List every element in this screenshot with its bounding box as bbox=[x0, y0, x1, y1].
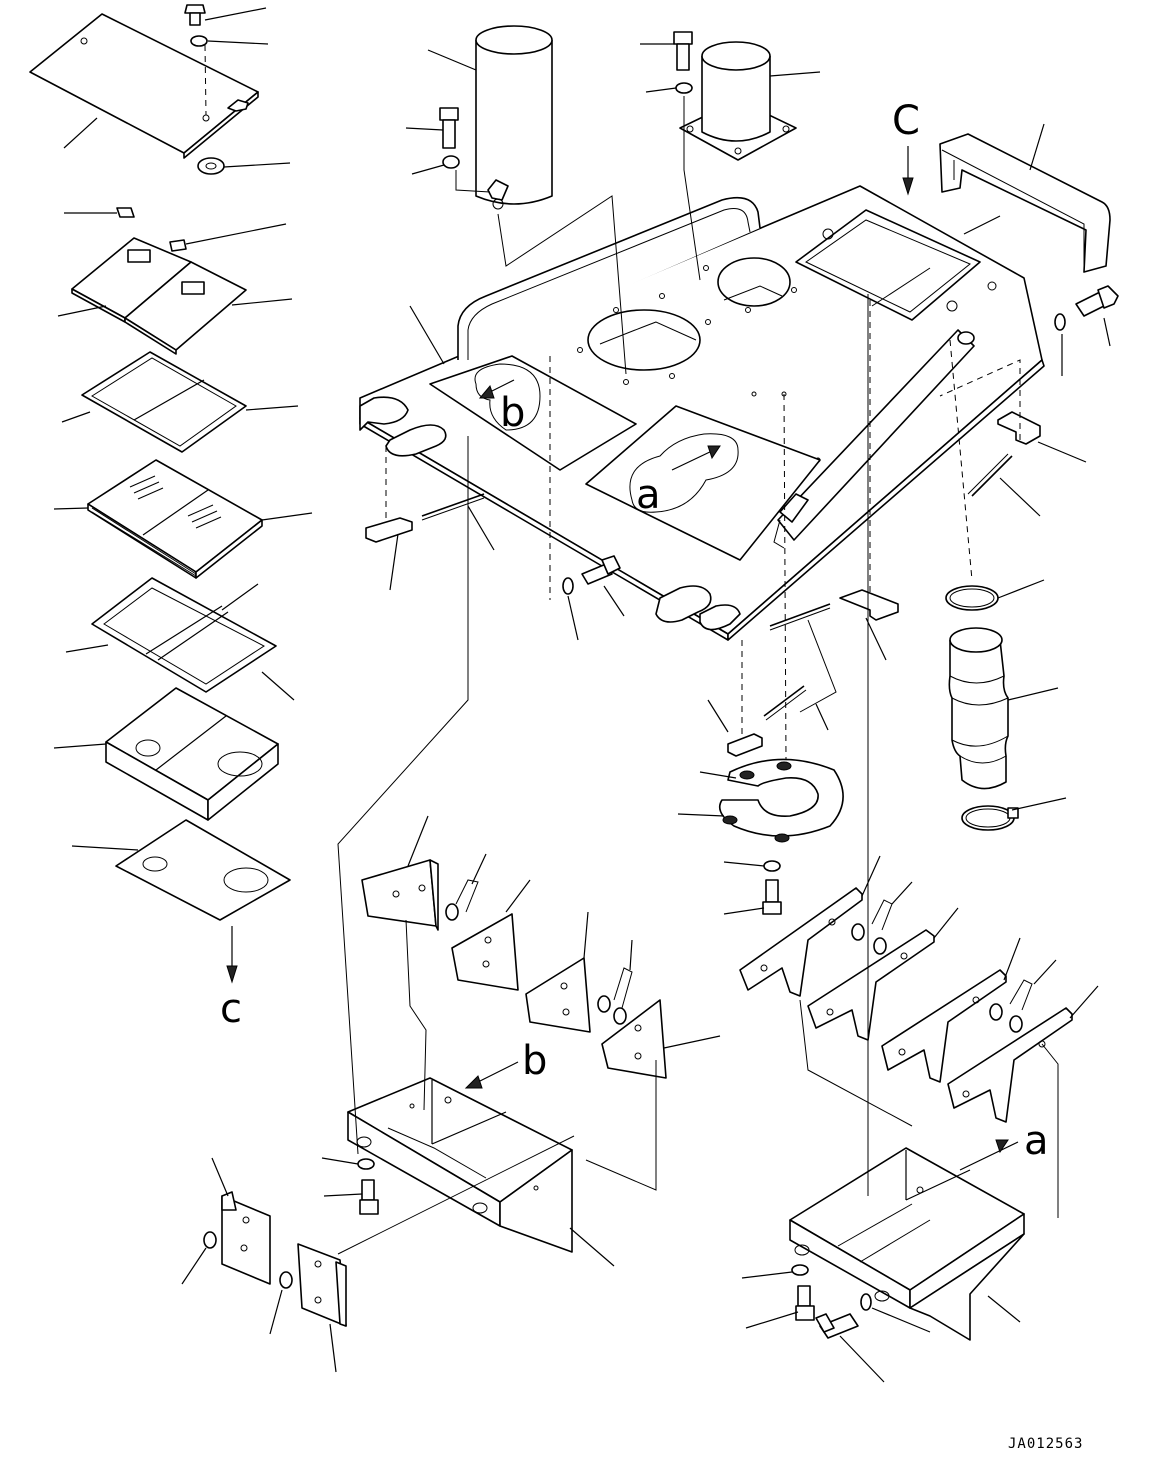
hose-dash-line bbox=[949, 339, 973, 581]
left-bottom-gasket bbox=[71, 819, 291, 984]
arrow-a bbox=[959, 1141, 1019, 1171]
bracket-to-box-line-2 bbox=[585, 1060, 657, 1191]
bracket-connector-line-2 bbox=[1041, 1043, 1059, 1218]
left-filter-frame bbox=[61, 351, 299, 453]
lower-center-bolt bbox=[723, 860, 782, 915]
lower-left-brackets bbox=[361, 815, 721, 1079]
left-box-housing bbox=[53, 687, 279, 821]
split-ring-plate bbox=[677, 758, 844, 843]
marker-a-arrow: a bbox=[1024, 1118, 1049, 1164]
arrow-c-top-head bbox=[902, 177, 914, 196]
left-filter-element bbox=[53, 459, 313, 579]
left-under-parts bbox=[365, 493, 495, 591]
lower-right-box bbox=[789, 294, 1025, 1341]
pad-to-box-line bbox=[337, 1135, 575, 1255]
drawing-code: JA012563 bbox=[1008, 1436, 1083, 1452]
plate-to-box-line bbox=[337, 436, 469, 1155]
arrow-b-head bbox=[464, 1075, 483, 1089]
bottom-left-pads bbox=[181, 1157, 347, 1373]
lower-left-bolt bbox=[321, 1157, 379, 1215]
marker-b-arrow: b bbox=[522, 1038, 547, 1084]
marker-c-top: C bbox=[892, 98, 920, 144]
cover-bolt-set bbox=[184, 4, 291, 175]
rubber-guard bbox=[939, 123, 1111, 273]
bracket-connector-line bbox=[799, 999, 913, 1127]
tube-to-plate-line bbox=[497, 195, 627, 375]
bracket-to-box-line bbox=[405, 919, 427, 1111]
marker-b-plate: b bbox=[500, 390, 525, 436]
hose-clamp-lower bbox=[961, 797, 1067, 831]
arrow-a-head bbox=[995, 1139, 1009, 1154]
arrow-b-plate-head bbox=[478, 384, 495, 399]
lower-right-bolts bbox=[741, 1264, 931, 1383]
center-bolt bbox=[562, 555, 625, 641]
marker-a-plate: a bbox=[636, 472, 661, 518]
left-gasket-frame bbox=[65, 577, 295, 701]
bolt-to-plate-line bbox=[683, 96, 701, 281]
left-cover-plate bbox=[29, 13, 259, 159]
arrow-b bbox=[477, 1061, 519, 1083]
lower-right-brackets bbox=[739, 855, 1099, 1123]
center-tube-bolt bbox=[405, 107, 491, 193]
center-right-rods bbox=[707, 589, 899, 757]
hose-clamp-upper bbox=[945, 579, 1045, 611]
right-angle-bracket bbox=[939, 359, 1087, 517]
center-intake-tube bbox=[427, 25, 553, 210]
rubber-hose bbox=[948, 627, 1059, 790]
right-tube-bolt bbox=[640, 31, 693, 94]
lower-left-box bbox=[347, 1077, 615, 1267]
right-intake-tube bbox=[679, 41, 821, 161]
main-frame-plate bbox=[359, 185, 1045, 641]
right-side-bolt bbox=[1054, 285, 1119, 376]
left-filter-tray-upper bbox=[57, 207, 293, 355]
marker-c-bottom: c bbox=[220, 986, 242, 1032]
arrow-a-plate bbox=[671, 449, 715, 471]
arrow-a-plate-head bbox=[707, 445, 721, 460]
